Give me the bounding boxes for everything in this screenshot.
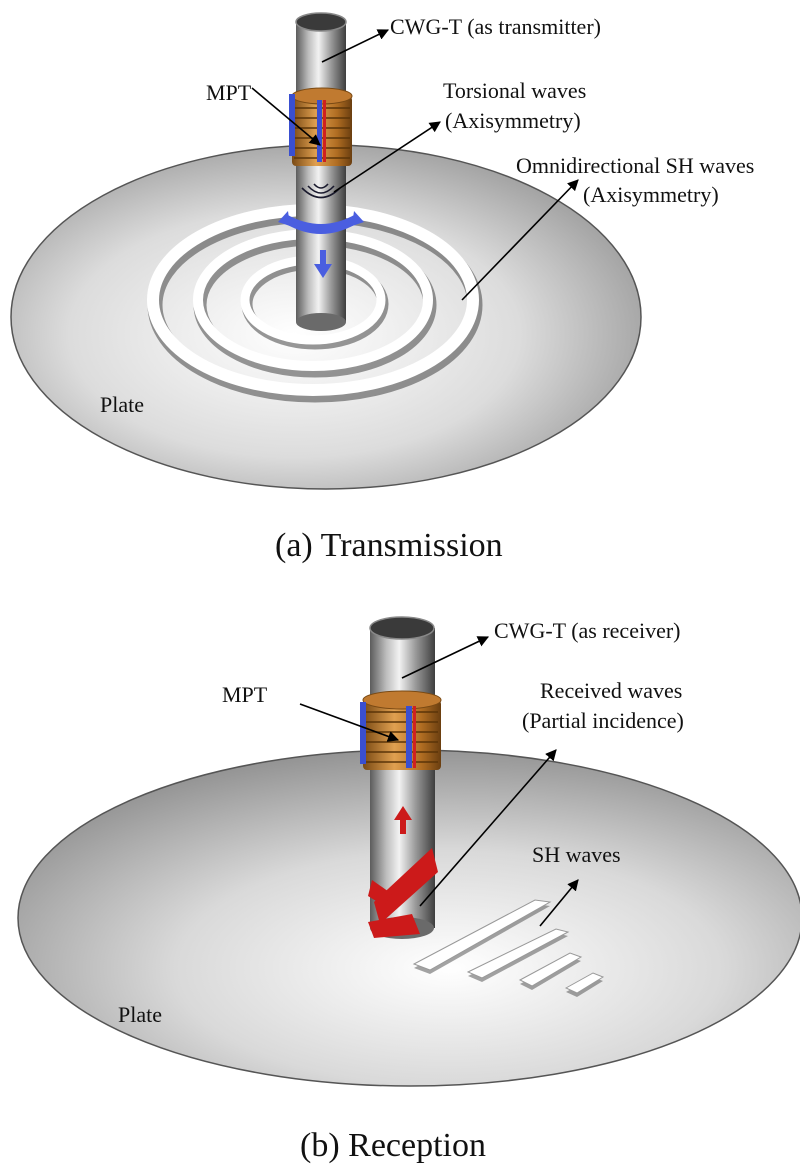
label-torsional-axisymmetry: (Axisymmetry) bbox=[445, 108, 581, 133]
caption-transmission: (a) Transmission bbox=[275, 527, 503, 564]
magnet-a-front bbox=[317, 100, 322, 162]
label-sh-waves: SH waves bbox=[532, 842, 621, 867]
magnet-b-front bbox=[406, 706, 412, 768]
label-omni-sh-waves: Omnidirectional SH waves bbox=[516, 153, 754, 178]
magnet-a-left bbox=[289, 94, 295, 156]
label-omni-axisymmetry: (Axisymmetry) bbox=[583, 182, 719, 207]
panel-transmission: CWG-T (as transmitter) MPT Torsional wav… bbox=[11, 13, 754, 564]
caption-reception: (b) Reception bbox=[300, 1127, 486, 1164]
label-plate-b: Plate bbox=[118, 1002, 162, 1027]
label-mpt-a: MPT bbox=[206, 80, 252, 105]
label-torsional-waves: Torsional waves bbox=[443, 78, 586, 103]
label-partial-incidence: (Partial incidence) bbox=[522, 708, 684, 733]
cwg-tube-a bbox=[296, 13, 346, 331]
label-cwg-receiver: CWG-T (as receiver) bbox=[494, 618, 681, 643]
label-mpt-b: MPT bbox=[222, 682, 268, 707]
magnet-b-left bbox=[360, 702, 366, 764]
label-received-waves: Received waves bbox=[540, 678, 682, 703]
label-cwg-transmitter: CWG-T (as transmitter) bbox=[390, 14, 601, 39]
panel-reception: CWG-T (as receiver) MPT Received waves (… bbox=[18, 617, 800, 1164]
label-plate-a: Plate bbox=[100, 392, 144, 417]
